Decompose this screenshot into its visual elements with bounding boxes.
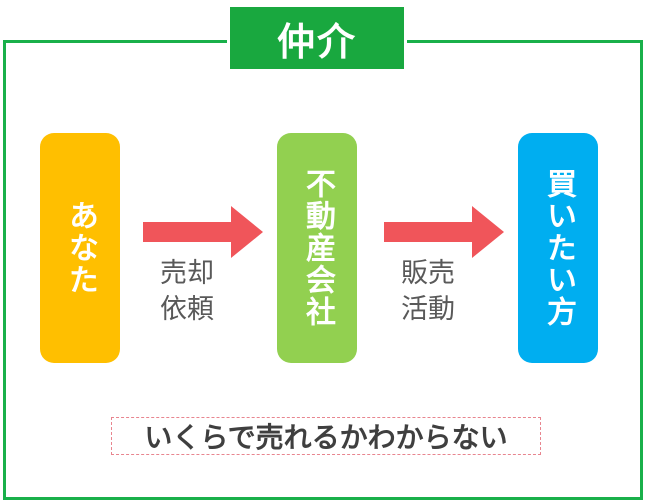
box-buyer: 買いたい方 [518,133,598,363]
arrow-label-line: 依頼 [160,294,214,325]
title-label: 仲介 [227,4,407,72]
arrow-label-line: 売却 [160,258,214,289]
caption: いくらで売れるかわからない [111,417,541,455]
box-you-label: あなた [63,200,98,296]
arrow-right-icon [384,206,504,258]
box-you: あなた [40,133,120,363]
arrow-label-sales-activity: 販売 活動 [378,256,478,328]
box-agent-label: 不動産会社 [300,168,335,328]
arrow-label-line: 活動 [401,294,455,325]
box-agent: 不動産会社 [277,133,357,363]
arrow-right-icon [143,206,263,258]
box-buyer-label: 買いたい方 [541,168,576,328]
arrow-label-line: 販売 [401,258,455,289]
arrow-label-sale-request: 売却 依頼 [137,256,237,328]
